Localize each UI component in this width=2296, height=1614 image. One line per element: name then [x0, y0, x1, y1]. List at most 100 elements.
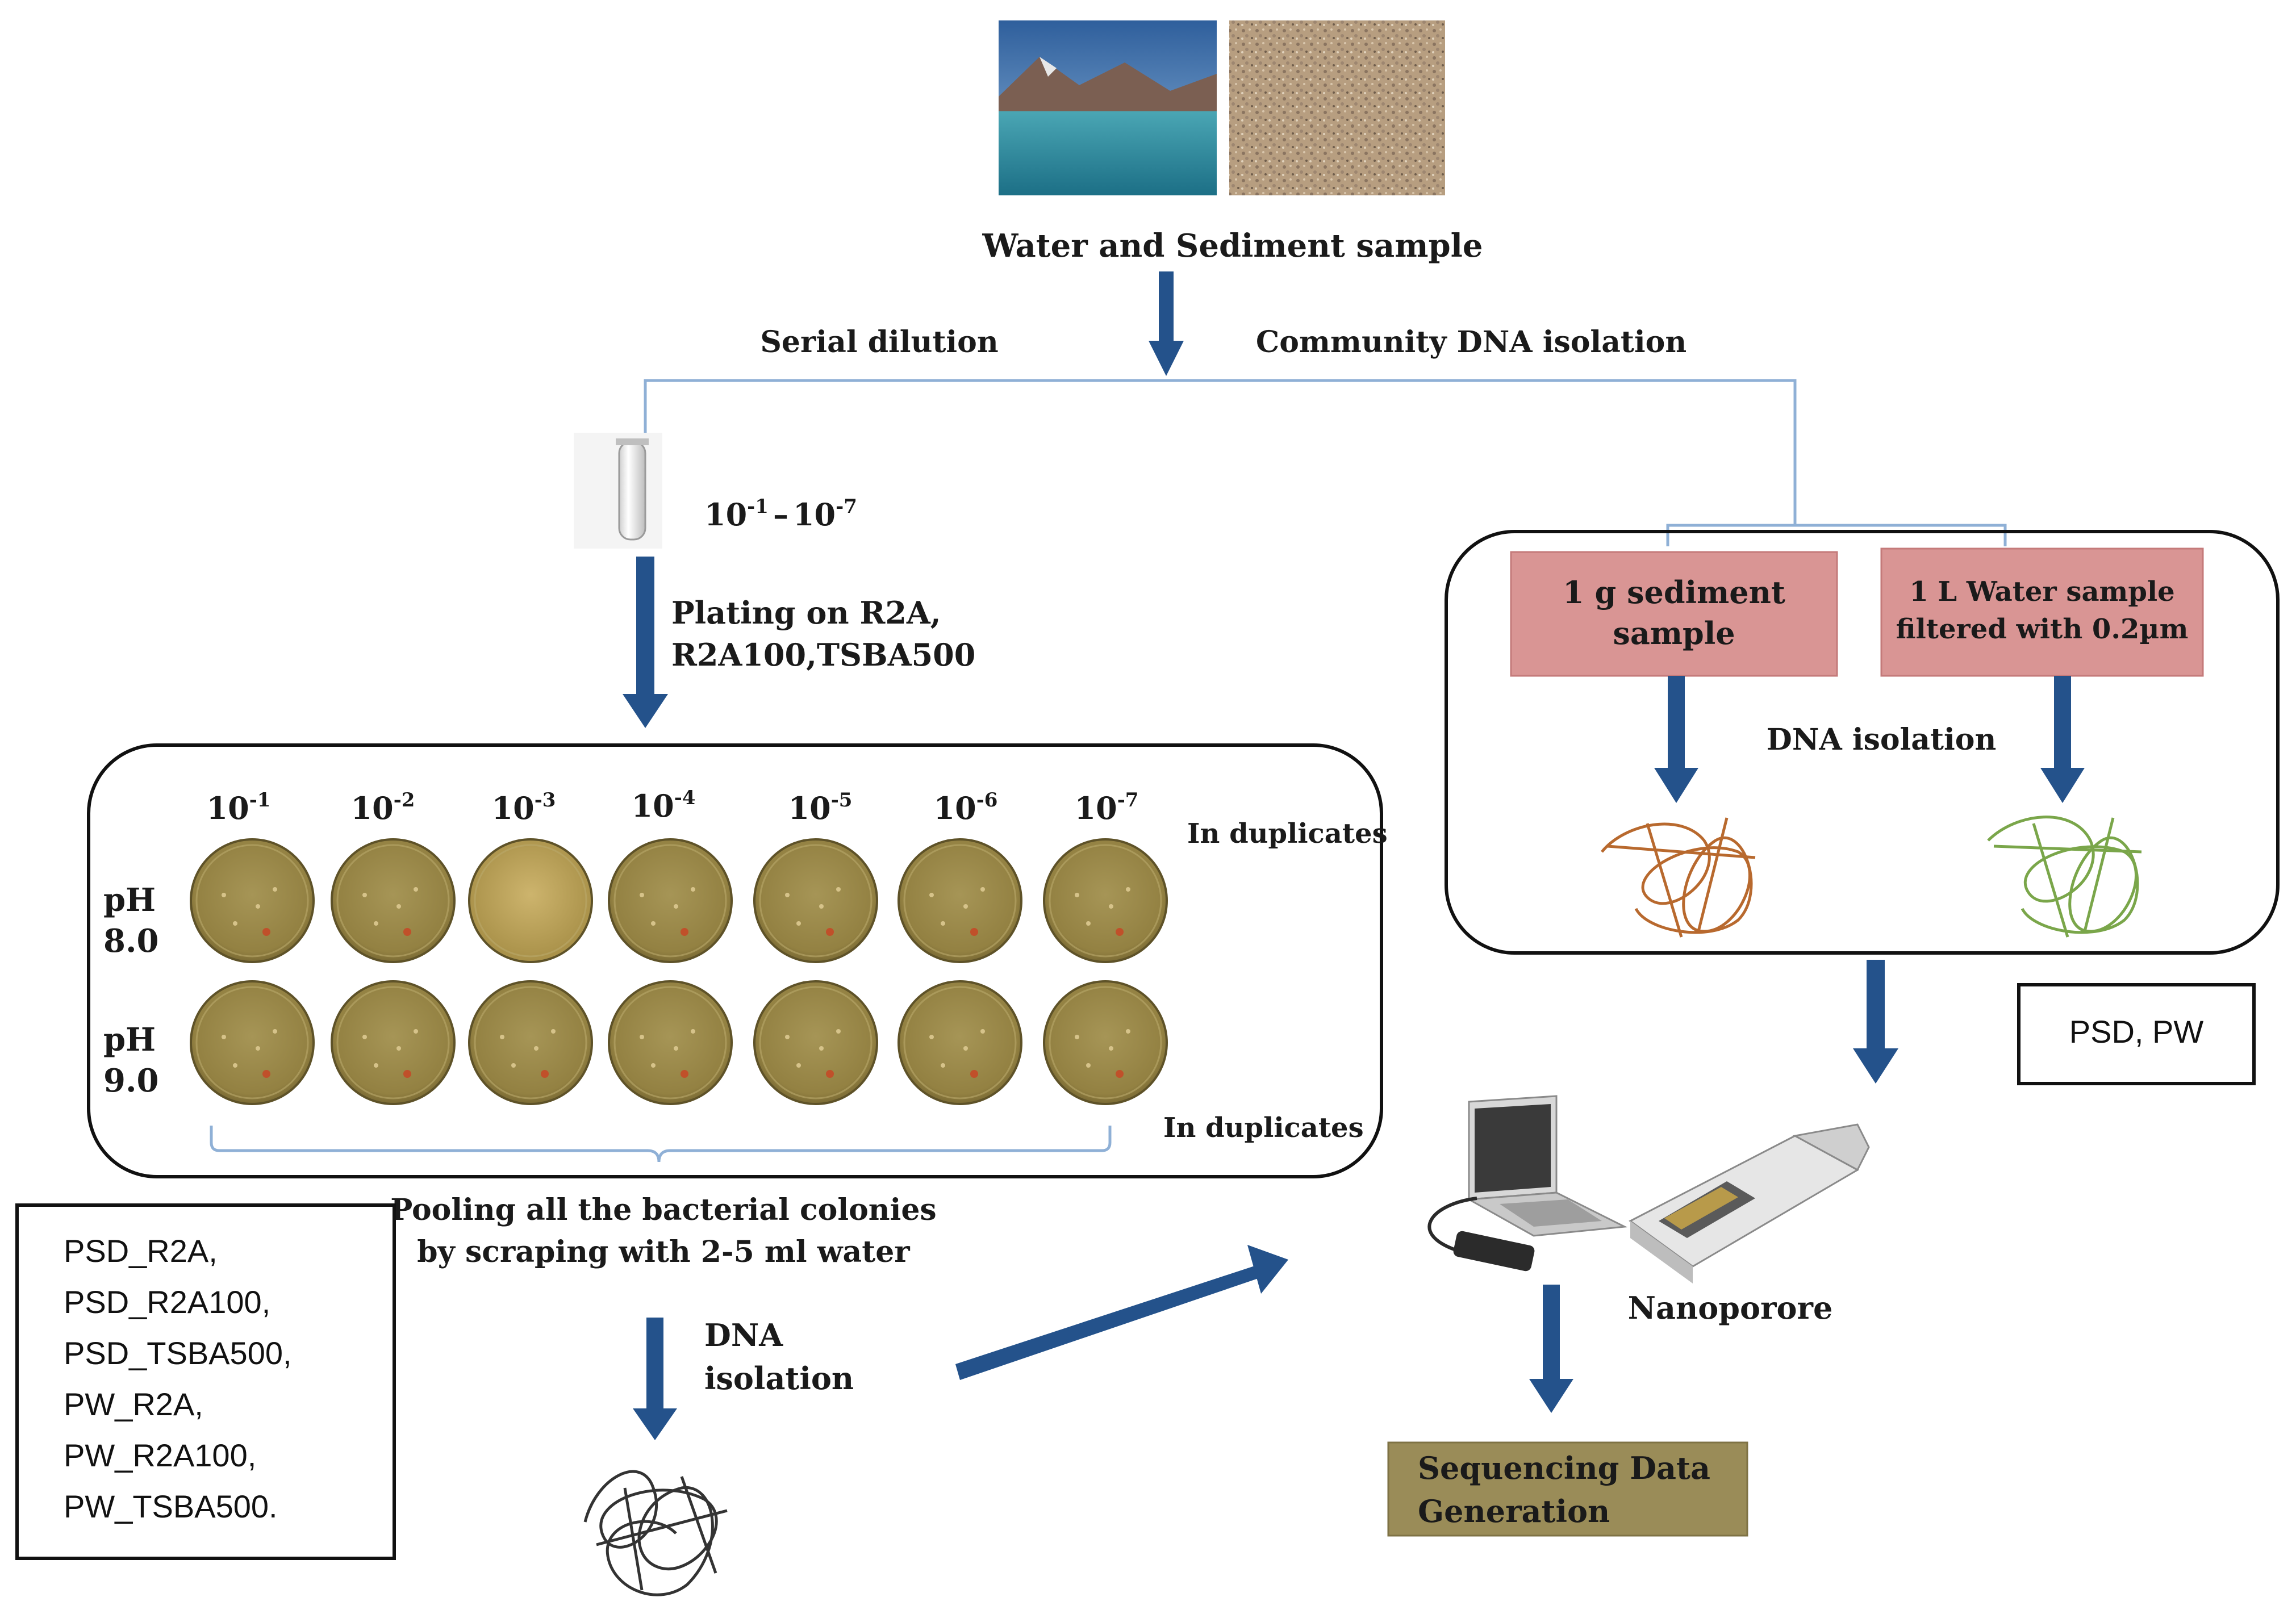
duplicates-top-label: In duplicates	[1187, 818, 1388, 850]
petri-plate	[331, 838, 456, 963]
lake-photo	[999, 20, 1217, 195]
left-dna-line-2: isolation	[704, 1360, 854, 1396]
petri-plate-grid	[190, 838, 1168, 1105]
petri-plate	[331, 980, 456, 1105]
bacterial-colony	[1109, 1046, 1113, 1051]
bacterial-colony	[1116, 928, 1124, 936]
output-line-1: Sequencing Data	[1418, 1450, 1710, 1486]
bacterial-colony	[1086, 1063, 1091, 1068]
bacterial-colony	[785, 1035, 790, 1039]
bacterial-colony	[396, 904, 401, 909]
community-samples-text: PSD, PW	[2069, 1014, 2204, 1049]
bacterial-colony	[222, 893, 226, 897]
water-sample-box	[1880, 547, 2204, 677]
dilution-range: 10-1–10-7	[704, 495, 857, 533]
culture-samples-list: PSD_R2A, PSD_R2A100, PSD_TSBA500, PW_R2A…	[64, 1233, 292, 1524]
sequencer-label: Nanoporore	[1628, 1290, 1833, 1326]
petri-plate	[753, 838, 878, 963]
bacterial-colony	[374, 921, 378, 926]
plates-panel	[87, 743, 1383, 1178]
duplicates-bottom-label: In duplicates	[1163, 1112, 1364, 1144]
bacterial-colony	[651, 921, 656, 926]
bacterial-colony	[970, 1070, 978, 1078]
bacterial-colony	[233, 921, 237, 926]
bacterial-colony	[1075, 1035, 1079, 1039]
petri-plate-rim	[903, 986, 1017, 1099]
column-header: 10-3	[492, 789, 556, 826]
bacterial-colony	[963, 1046, 968, 1051]
petri-plate-rim	[195, 844, 309, 957]
bacterial-colony	[534, 1046, 538, 1051]
diagonal-arrow-icon	[955, 1245, 1288, 1380]
bacterial-colony	[674, 1046, 678, 1051]
bacterial-colony	[222, 1035, 226, 1039]
pooling-line-2: by scraping with 2-5 ml water	[417, 1235, 910, 1269]
culture-samples-box	[15, 1203, 396, 1560]
community-to-sequencer-arrow-icon	[1853, 960, 1898, 1084]
petri-plate-rim	[474, 986, 587, 1099]
bacterial-colony	[262, 928, 270, 936]
row-2-ph-label: pH	[103, 1021, 156, 1059]
bacterial-colony	[362, 1035, 367, 1039]
petri-plate-rim	[195, 986, 309, 1099]
petri-plate-rim	[336, 844, 450, 957]
plating-arrow-icon	[623, 557, 668, 728]
sample-caption: Water and Sediment sample	[982, 227, 1483, 265]
petri-plate-rim	[336, 986, 450, 1099]
list-item: PSD_R2A100,	[64, 1284, 270, 1320]
sequencing-output-box	[1387, 1441, 1748, 1537]
bacterial-colony	[273, 1029, 277, 1034]
bacterial-colony	[963, 904, 968, 909]
list-item: PW_R2A,	[64, 1386, 203, 1422]
bacterial-colony	[691, 1029, 695, 1034]
usb-cable-icon	[1427, 1197, 1477, 1251]
list-item: PW_TSBA500.	[64, 1488, 278, 1524]
test-tube-icon	[574, 433, 662, 549]
column-header: 10-2	[351, 789, 415, 826]
petri-plate-rim	[903, 844, 1017, 957]
bacterial-colony	[826, 928, 834, 936]
bacterial-colony	[796, 921, 801, 926]
bacterial-colony	[796, 1063, 801, 1068]
bacterial-colony	[374, 1063, 378, 1068]
bacterial-colony	[551, 1029, 556, 1034]
bacterial-colony	[1116, 1070, 1124, 1078]
bacterial-colony	[674, 904, 678, 909]
plating-line-2: R2A100,TSBA500	[671, 637, 975, 673]
water-line-2: filtered with 0.2µm	[1896, 613, 2189, 645]
bacterial-colony	[681, 928, 688, 936]
bacterial-colony	[233, 1063, 237, 1068]
pooling-bracket	[210, 1126, 1112, 1163]
bacterial-colony	[414, 887, 418, 892]
pooling-line-1: Pooling all the bacterial colonies	[390, 1193, 936, 1227]
bacterial-colony	[785, 893, 790, 897]
bacterial-colony	[262, 1070, 270, 1078]
output-line-2: Generation	[1418, 1493, 1610, 1529]
list-item: PSD_R2A,	[64, 1233, 218, 1269]
bacterial-colony	[640, 893, 644, 897]
column-header: 10-7	[1075, 789, 1139, 826]
bacterial-colony	[970, 928, 978, 936]
bacterial-colony	[1086, 921, 1091, 926]
petri-plate-rim	[759, 844, 873, 957]
list-item: PW_R2A100,	[64, 1437, 256, 1473]
water-dna-arrow-icon	[2040, 676, 2085, 803]
bacterial-colony	[396, 1046, 401, 1051]
row-1-ph-label: pH	[103, 881, 156, 919]
bacterial-colony	[819, 904, 824, 909]
column-header: 10-1	[207, 789, 271, 826]
list-item: PSD_TSBA500,	[64, 1335, 292, 1371]
bacterial-colony	[403, 928, 411, 936]
petri-plate	[190, 838, 315, 963]
bacterial-colony	[541, 1070, 549, 1078]
community-dna-isolation-label: DNA isolation	[1767, 722, 1997, 757]
bacterial-colony	[681, 1070, 688, 1078]
petri-plate	[897, 980, 1022, 1105]
petri-plate-rim	[613, 844, 727, 957]
sequencing-arrow-icon	[1529, 1285, 1573, 1413]
branch-connector	[644, 379, 2007, 546]
bacterial-colony	[414, 1029, 418, 1034]
petri-plate-rim	[1049, 844, 1162, 957]
petri-plate	[608, 838, 733, 963]
